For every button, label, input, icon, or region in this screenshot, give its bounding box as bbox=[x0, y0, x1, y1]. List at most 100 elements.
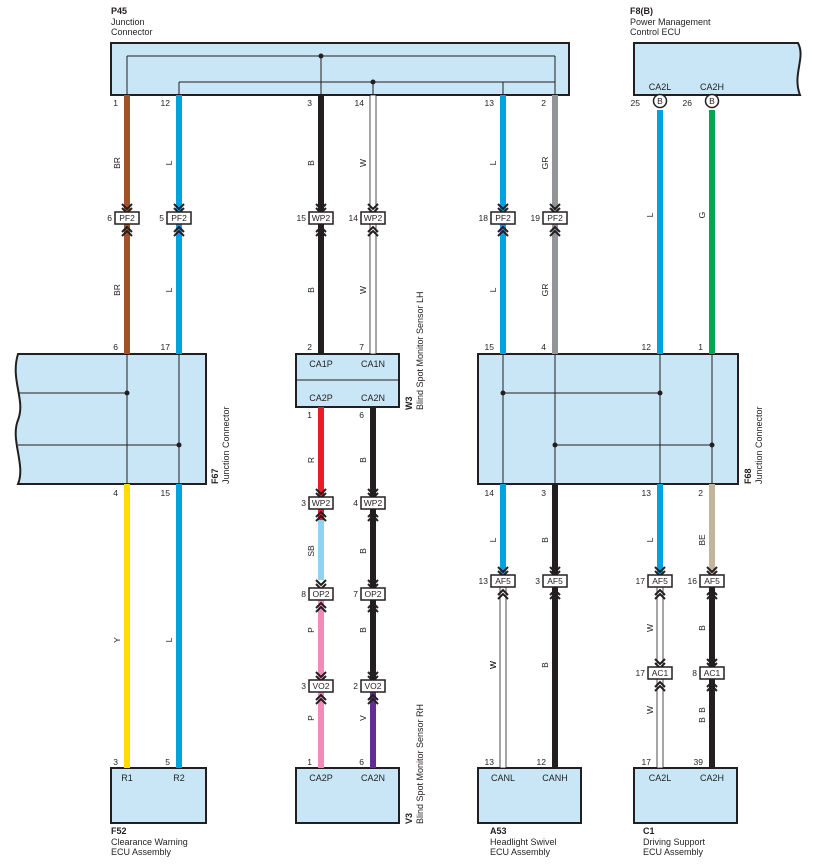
wire-color-label-p_b: P bbox=[306, 715, 316, 721]
connector-pf2_5-code: PF2 bbox=[171, 213, 187, 223]
connector-vo2_3-code: VO2 bbox=[312, 681, 329, 691]
pin-f68_13: 13 bbox=[642, 488, 652, 498]
connector-vo2_2-pin: 2 bbox=[353, 681, 358, 691]
wire-color-label-w_e: W bbox=[645, 706, 655, 714]
connector-wp2_14-code: WP2 bbox=[364, 213, 383, 223]
f8b-box bbox=[633, 42, 802, 96]
connector-pf2_6-pin: 6 bbox=[107, 213, 112, 223]
pin-f68_3: 3 bbox=[541, 488, 546, 498]
f67-splice-1 bbox=[124, 390, 130, 396]
connector-chevron bbox=[706, 588, 718, 600]
connector-af5_16-code: AF5 bbox=[704, 576, 720, 586]
wire-f8b-26-f68-1 bbox=[709, 110, 715, 354]
wire-color-label-b_j: B bbox=[697, 717, 707, 723]
terminal-w3-ca2p: CA2P bbox=[309, 393, 333, 403]
connector-wp2_14-box bbox=[360, 211, 386, 225]
connector-vo2_2-code: VO2 bbox=[364, 681, 381, 691]
terminal-c1-ca2l: CA2L bbox=[649, 773, 672, 783]
connector-chevron bbox=[367, 693, 379, 705]
connector-ac1_17-box bbox=[647, 666, 673, 680]
connector-op2_7-pin: 7 bbox=[353, 589, 358, 599]
c1-code: C1 bbox=[643, 826, 655, 836]
wire-color-label-l_a: L bbox=[164, 160, 174, 165]
connector-vo2_3-pin: 3 bbox=[301, 681, 306, 691]
pin-f68_12: 12 bbox=[642, 342, 652, 352]
pin-f67_15: 15 bbox=[161, 488, 171, 498]
pin-f68_14: 14 bbox=[485, 488, 495, 498]
pin-a53_13: 13 bbox=[485, 757, 495, 767]
f68-splice-4 bbox=[709, 442, 715, 448]
f52-name-line-2: ECU Assembly bbox=[111, 847, 172, 857]
a53-name-line-2: ECU Assembly bbox=[490, 847, 551, 857]
wire-color-label-l_g: L bbox=[645, 537, 655, 542]
connector-chevron bbox=[497, 225, 509, 237]
connector-af5_17-pin: 17 bbox=[636, 576, 646, 586]
pin-v3_1: 1 bbox=[307, 757, 312, 767]
wire-color-label-y_a: Y bbox=[112, 637, 122, 643]
wire-color-label-gr_b: GR bbox=[540, 284, 550, 297]
wire-color-label-l_b: L bbox=[488, 160, 498, 165]
connector-pf2_19-box bbox=[542, 211, 568, 225]
wire-sb-segment bbox=[318, 520, 324, 580]
connector-ac1_8-code: AC1 bbox=[704, 668, 721, 678]
connector-ac1_17-code: AC1 bbox=[652, 668, 669, 678]
connector-vo2_3-box bbox=[308, 679, 334, 693]
pin-a53_12: 12 bbox=[537, 757, 547, 767]
f68-splice-1 bbox=[500, 390, 506, 396]
p45-splice-1 bbox=[318, 53, 324, 59]
connector-chevron bbox=[367, 601, 379, 613]
pin-f68_15: 15 bbox=[485, 342, 495, 352]
connector-ac1_8-pin: 8 bbox=[692, 668, 697, 678]
w3-name: Blind Spot Monitor Sensor LH bbox=[415, 291, 425, 410]
wire-color-label-w_a: W bbox=[358, 159, 368, 167]
connector-chevron bbox=[121, 225, 133, 237]
connector-pf2_19-pin: 19 bbox=[531, 213, 541, 223]
connector-af5_3-box bbox=[542, 574, 568, 588]
a53-name-line-1: Headlight Swivel bbox=[490, 837, 557, 847]
f52-name-line-1: Clearance Warning bbox=[111, 837, 188, 847]
wire-color-label-b_e: B bbox=[358, 548, 368, 554]
connector-chevron bbox=[315, 601, 327, 613]
pin-f52_5: 5 bbox=[165, 757, 170, 767]
connector-wp2_3-pin: 3 bbox=[301, 498, 306, 508]
pin-v3_6: 6 bbox=[359, 757, 364, 767]
c1-box bbox=[633, 767, 738, 824]
badge-label-2: B bbox=[709, 96, 715, 106]
pin-c1_17: 17 bbox=[642, 757, 652, 767]
connector-wp2_3-box bbox=[308, 496, 334, 510]
wire-color-label-br_b: BR bbox=[112, 284, 122, 296]
connector-wp2_15-code: WP2 bbox=[312, 213, 331, 223]
connector-op2_7-box bbox=[360, 587, 386, 601]
pin-f8b_25: 25 bbox=[631, 98, 641, 108]
pin-p45_3: 3 bbox=[307, 98, 312, 108]
connector-wp2_4-box bbox=[360, 496, 386, 510]
connector-wp2_4-pin: 4 bbox=[353, 498, 358, 508]
connector-chevron bbox=[367, 225, 379, 237]
connector-af5_13-pin: 13 bbox=[479, 576, 489, 586]
pin-f68_4: 4 bbox=[541, 342, 546, 352]
connector-ac1_17-pin: 17 bbox=[636, 668, 646, 678]
w3-code: W3 bbox=[404, 397, 414, 411]
connector-chevron bbox=[549, 588, 561, 600]
terminal-w3-ca2n: CA2N bbox=[361, 393, 385, 403]
wire-color-label-p_a: P bbox=[306, 627, 316, 633]
terminal-f8b-ca2l: CA2L bbox=[649, 82, 672, 92]
connector-pf2_6-box bbox=[114, 211, 140, 225]
connector-op2_7-code: OP2 bbox=[364, 589, 381, 599]
p45-box bbox=[110, 42, 570, 96]
connector-chevron bbox=[497, 588, 509, 600]
pin-f67_6: 6 bbox=[113, 342, 118, 352]
f68-box bbox=[477, 353, 739, 485]
v3-name: Blind Spot Monitor Sensor RH bbox=[415, 704, 425, 824]
pin-p45_14: 14 bbox=[355, 98, 365, 108]
f8b-code: F8(B) bbox=[630, 6, 653, 16]
connector-chevron bbox=[315, 510, 327, 522]
wire-color-label-b_c: B bbox=[358, 457, 368, 463]
wire-color-label-l_e: L bbox=[488, 287, 498, 292]
connector-pf2_5-pin: 5 bbox=[159, 213, 164, 223]
pin-f52_3: 3 bbox=[113, 757, 118, 767]
pin-f68_1: 1 bbox=[698, 342, 703, 352]
c1-name-line-2: ECU Assembly bbox=[643, 847, 704, 857]
wire-color-label-b_b: B bbox=[306, 287, 316, 293]
wire-color-label-w_d: W bbox=[645, 624, 655, 632]
